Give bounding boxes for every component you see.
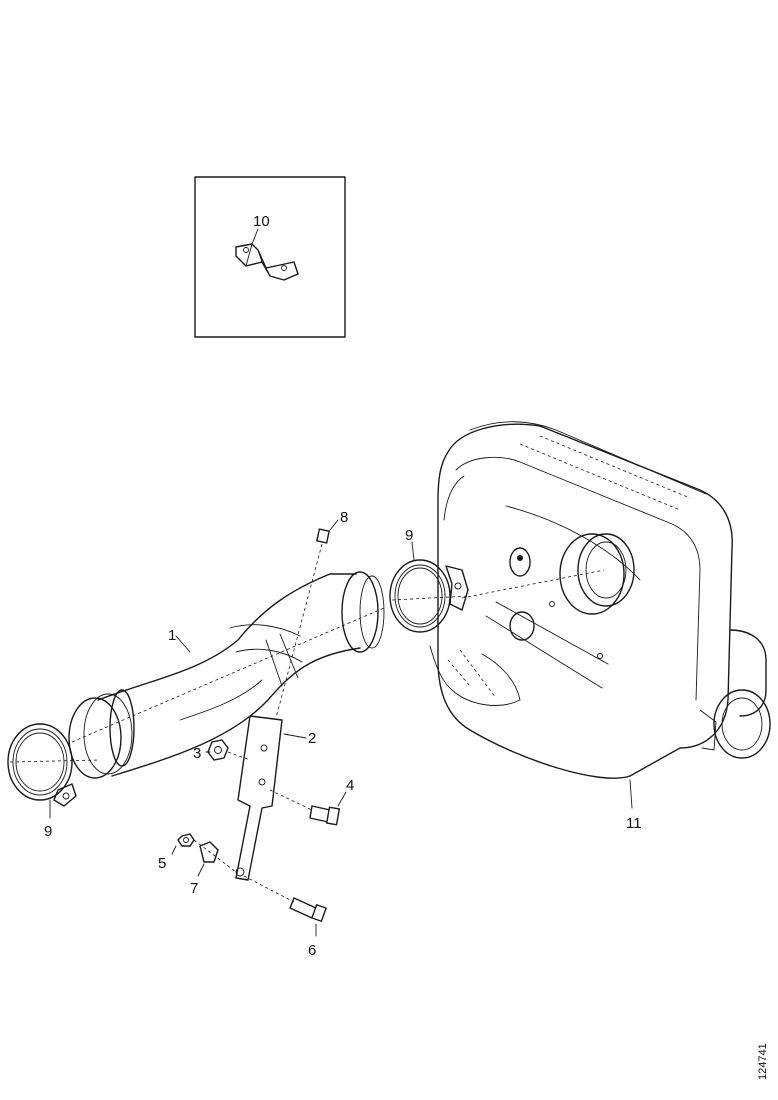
label-6: 6 (308, 942, 316, 959)
silencer-part-11 (429, 421, 771, 809)
nut-part-5 (171, 833, 195, 855)
assembly-centre-line (461, 569, 605, 599)
label-8: 8 (340, 509, 348, 526)
label-7: 7 (190, 880, 198, 897)
exhaust-pipe-part-1 (68, 571, 385, 779)
label-3: 3 (193, 745, 201, 762)
bracket-part-10 (235, 228, 299, 281)
bolt-part-6 (243, 875, 327, 937)
label-1: 1 (168, 627, 176, 644)
bracket-part-2 (235, 715, 307, 881)
nut-part-3 (205, 739, 251, 761)
reference-code: 124741 (757, 1043, 769, 1080)
clamp-part-9-right (389, 541, 471, 633)
label-11: 11 (626, 815, 642, 832)
bolt-part-4 (269, 789, 347, 826)
label-9-left: 9 (44, 823, 52, 840)
bolt-part-8 (275, 519, 339, 719)
clamp-part-9-left (7, 723, 101, 819)
label-2: 2 (308, 730, 316, 747)
label-4: 4 (346, 777, 354, 794)
label-9-right: 9 (405, 527, 413, 544)
label-10: 10 (253, 213, 270, 230)
label-5: 5 (158, 855, 166, 872)
inset-detail-box: 10 (194, 176, 346, 338)
spacer-part-7 (193, 839, 237, 877)
